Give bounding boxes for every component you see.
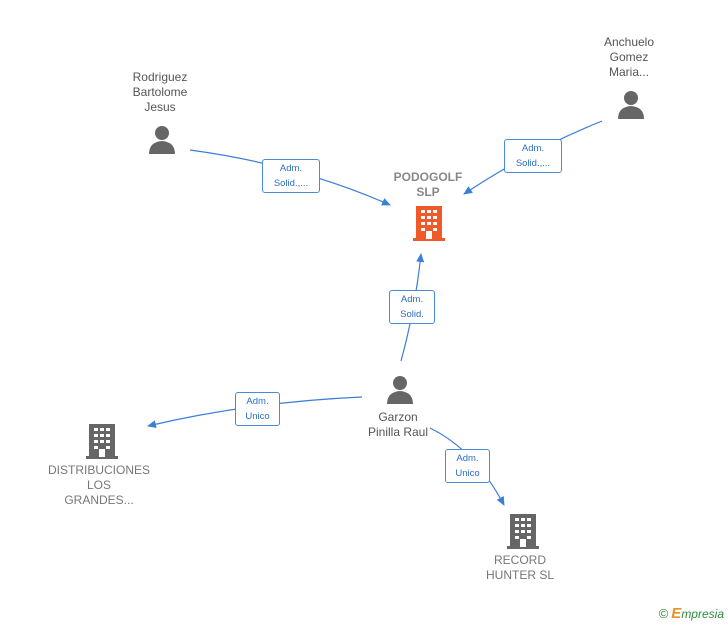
edge-label-rodriguez-podogolf[interactable]: Adm. Solid.,... (262, 159, 320, 193)
node-label-distribuciones[interactable]: DISTRIBUCIONES LOS GRANDES... (39, 463, 159, 508)
person-icon[interactable] (385, 374, 415, 404)
node-label-record[interactable]: RECORD HUNTER SL (470, 553, 570, 583)
node-label-line: Bartolome (132, 85, 188, 99)
node-label-garzon[interactable]: Garzon Pinilla Raul (348, 410, 448, 440)
building-icon[interactable] (413, 206, 445, 241)
node-label-anchuelo[interactable]: Anchuelo Gomez Maria... (579, 35, 679, 80)
edge-label-line: Unico (245, 411, 270, 422)
building-icon[interactable] (507, 514, 539, 549)
node-label-line: PODOGOLF (393, 170, 463, 184)
node-label-line: Garzon (378, 410, 418, 424)
edge-label-line: Solid. (400, 309, 424, 320)
edge-label-anchuelo-podogolf[interactable]: Adm. Solid.,... (504, 139, 562, 173)
node-label-line: Pinilla Raul (367, 425, 429, 439)
edge-label-line: Adm. (279, 163, 303, 174)
edge-label-line: Adm. (400, 294, 424, 305)
node-label-line: Gomez (609, 50, 649, 64)
person-icon[interactable] (147, 124, 177, 154)
node-label-line: Anchuelo (603, 35, 655, 49)
node-label-line: LOS (86, 478, 111, 492)
edge-label-garzon-distribuciones[interactable]: Adm. Unico (235, 392, 280, 426)
edge-label-line: Adm. (456, 453, 479, 464)
footer-branding: ©Empresia (659, 605, 724, 622)
node-label-line: RECORD (493, 553, 546, 567)
edge-label-garzon-podogolf[interactable]: Adm. Solid. (389, 290, 435, 324)
edge-label-garzon-record[interactable]: Adm. Unico (445, 449, 490, 483)
edge-label-line: Unico (455, 468, 480, 479)
copyright-symbol: © (658, 606, 669, 621)
node-label-podogolf[interactable]: PODOGOLF SLP (378, 170, 478, 200)
node-label-line: GRANDES... (64, 493, 134, 507)
brand-logo-letter: E (671, 605, 682, 622)
edge-label-line: Adm. (521, 143, 545, 154)
edge-label-line: Solid.,... (273, 178, 309, 189)
person-icon[interactable] (616, 89, 646, 119)
node-label-line: HUNTER SL (485, 568, 554, 582)
node-label-rodriguez[interactable]: Rodriguez Bartolome Jesus (110, 70, 210, 115)
node-label-line: Maria... (608, 65, 649, 79)
node-label-line: DISTRIBUCIONES (47, 463, 150, 477)
node-label-line: SLP (416, 185, 440, 199)
node-label-line: Rodriguez (132, 70, 188, 84)
node-label-line: Jesus (144, 100, 176, 114)
edge-label-line: Solid.,... (515, 158, 551, 169)
building-icon[interactable] (86, 424, 118, 459)
brand-logo-text: mpresia (681, 607, 724, 621)
edge-label-line: Adm. (246, 396, 269, 407)
